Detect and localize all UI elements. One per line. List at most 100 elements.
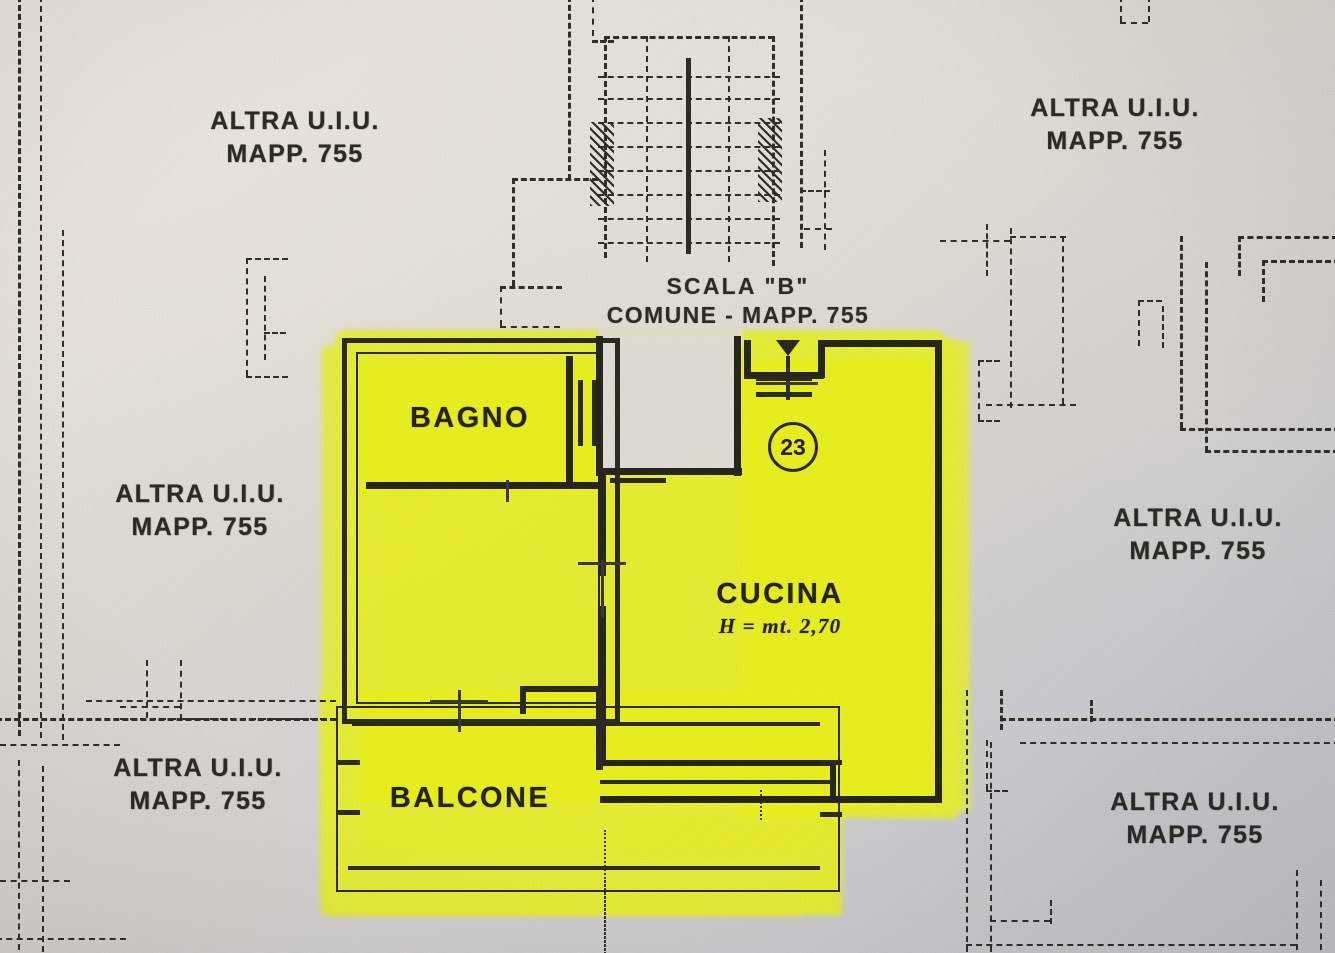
dashed-wall [1138, 300, 1162, 302]
cucina-wall-right [935, 340, 942, 802]
balcone-parapet-left-2 [336, 810, 360, 815]
dashed-wall [500, 286, 502, 326]
cucina-door-jamb-2 [756, 392, 812, 397]
landing-wall-right [734, 336, 741, 476]
dashed-wall [990, 920, 1050, 922]
neighbour-label-bottom-left: ALTRA U.I.U. MAPP. 755 [78, 752, 318, 817]
dashed-wall [986, 224, 988, 276]
dashed-wall [978, 420, 1000, 422]
door-swing-center-line [601, 560, 604, 618]
dashed-wall [264, 276, 266, 360]
balcone-door-center-tick [458, 690, 461, 732]
room-height-note: H = mt. 2,70 [718, 614, 842, 638]
dashed-wall [246, 376, 288, 378]
dashed-wall [18, 760, 20, 950]
highlight-bagno [352, 350, 597, 495]
dashed-wall [804, 228, 832, 230]
dashed-wall [120, 706, 180, 708]
neighbour-line2: MAPP. 755 [1046, 126, 1184, 155]
room-name: BAGNO [410, 402, 530, 434]
dashed-wall [1238, 236, 1241, 276]
dashed-wall [1000, 718, 1335, 721]
neighbour-line2: MAPP. 755 [131, 512, 269, 541]
dashed-wall [1090, 700, 1093, 722]
cucina-wall-upper-ledge [744, 372, 824, 379]
dashed-wall [604, 36, 774, 39]
neighbour-line1: ALTRA U.I.U. [1113, 504, 1283, 532]
balcone-axis-line [604, 880, 606, 953]
dashed-wall [1010, 228, 1012, 408]
dashed-wall [1180, 428, 1335, 431]
dashed-wall [1050, 900, 1052, 924]
room-label-balcone: BALCONE [380, 782, 560, 815]
dashed-wall [646, 36, 648, 262]
dashed-wall [1296, 870, 1298, 950]
dashed-wall [264, 332, 286, 334]
dotted-center-line [760, 790, 762, 820]
dashed-wall [62, 230, 64, 740]
dashed-wall [246, 258, 248, 376]
neighbour-line1: ALTRA U.I.U. [210, 107, 380, 135]
balcone-parapet-left [336, 760, 360, 765]
dashed-wall [1180, 236, 1183, 428]
neighbour-line2: MAPP. 755 [1129, 536, 1267, 565]
stairwell-line2: COMUNE - MAPP. 755 [606, 301, 870, 328]
dashed-wall [512, 178, 515, 286]
dashed-wall [800, 0, 803, 248]
dashed-wall [500, 286, 562, 289]
neighbour-label-bottom-right: ALTRA U.I.U. MAPP. 755 [1075, 786, 1315, 851]
dashed-wall [978, 360, 980, 420]
bagno-door-tick [506, 480, 509, 502]
stair-hatch-left [590, 122, 614, 206]
bagno-wall-bottom [366, 482, 602, 489]
dashed-wall [568, 0, 571, 180]
dashed-wall [986, 790, 1008, 792]
neighbour-line2: MAPP. 755 [129, 786, 267, 815]
unit-number-marker: 23 [768, 422, 818, 472]
stair-flight-spine [686, 58, 691, 254]
dashed-wall [1062, 236, 1064, 404]
door-leaf-tick [578, 562, 626, 565]
dashed-wall [0, 880, 70, 882]
room-name: CUCINA [716, 578, 844, 610]
dashed-wall [824, 150, 826, 250]
dashed-wall [1262, 260, 1335, 263]
dashed-wall [592, 40, 614, 43]
dashed-wall [966, 690, 968, 952]
dashed-wall [986, 404, 1076, 406]
dashed-wall [1238, 236, 1335, 239]
neighbour-label-top-right: ALTRA U.I.U. MAPP. 755 [995, 92, 1235, 157]
dashed-wall [512, 178, 598, 181]
stairwell-label: SCALA "B" COMUNE - MAPP. 755 [588, 272, 888, 330]
neighbour-label-mid-left: ALTRA U.I.U. MAPP. 755 [80, 478, 320, 543]
neighbour-line1: ALTRA U.I.U. [1030, 94, 1200, 122]
dashed-wall [728, 36, 730, 262]
dashed-wall [800, 190, 830, 192]
balcone-wall-inner-bottom [348, 866, 820, 870]
entry-arrow-head [776, 340, 800, 356]
neighbour-line1: ALTRA U.I.U. [1110, 788, 1280, 816]
landing-wall-bottom [596, 468, 742, 475]
neighbour-line1: ALTRA U.I.U. [115, 480, 285, 508]
cucina-wall-bottom-step [596, 760, 836, 766]
neighbour-label-top-left: ALTRA U.I.U. MAPP. 755 [175, 105, 415, 170]
neighbour-label-mid-right: ALTRA U.I.U. MAPP. 755 [1078, 502, 1318, 567]
cucina-wall-top [818, 340, 942, 347]
service-wall-b [520, 686, 602, 692]
dashed-wall [246, 258, 288, 260]
service-wall-c [520, 686, 526, 714]
bagno-wall-right [566, 356, 573, 486]
dashed-wall [1205, 450, 1335, 453]
dashed-wall [146, 660, 148, 718]
balcone-outer-wall [336, 706, 840, 892]
dashed-wall [1000, 690, 1003, 730]
partition-wall-vertical [598, 470, 606, 576]
dashed-wall [0, 744, 120, 746]
cucina-wall-bottom [600, 796, 942, 803]
dashed-wall [500, 326, 560, 328]
landing-threshold [610, 478, 666, 483]
dashed-wall [1120, 0, 1122, 22]
landing-wall-left [596, 336, 603, 476]
entry-tick-h [756, 382, 818, 385]
dashed-wall [1148, 0, 1150, 22]
